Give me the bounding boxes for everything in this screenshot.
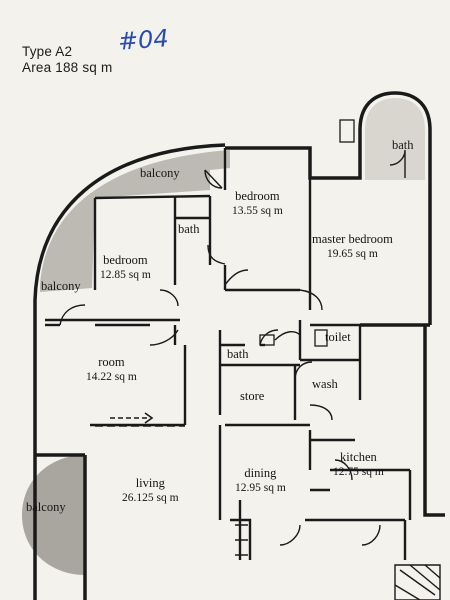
exterior-walls xyxy=(33,91,445,600)
unit-type-label: Type A2 xyxy=(22,44,73,59)
room-label-dining: dining 12.95 sq m xyxy=(235,466,286,494)
entry-arrow xyxy=(95,412,185,427)
balcony-top-fill xyxy=(40,150,230,292)
fixtures xyxy=(259,119,355,347)
room-label-kitchen: kitchen 12.75 sq m xyxy=(333,450,384,478)
room-label-living: living 26.125 sq m xyxy=(122,476,179,504)
room-label-bedroom-1: bedroom 12.85 sq m xyxy=(100,253,151,281)
room-label-master-bedroom: master bedroom 19.65 sq m xyxy=(312,232,393,260)
plan-title-block: Type A2 Area 188 sq m xyxy=(22,44,112,76)
bath-tower-fill xyxy=(365,98,425,180)
room-label-bath-small: bath xyxy=(178,222,200,236)
door-swings xyxy=(59,149,406,546)
room-label-bath-mid: bath xyxy=(227,347,249,361)
unit-area-label: Area 188 sq m xyxy=(22,60,113,75)
room-label-bath-top: bath xyxy=(392,138,414,152)
stair-fixture xyxy=(235,524,441,600)
room-label-balcony-bottom: balcony xyxy=(26,500,66,514)
room-label-store: store xyxy=(240,389,265,403)
balcony-bottom-fill xyxy=(22,455,85,575)
room-label-bedroom-2: bedroom 13.55 sq m xyxy=(232,189,283,217)
room-label-toilet: toilet xyxy=(325,330,351,344)
room-label-balcony-left: balcony xyxy=(41,279,81,293)
room-label-wash: wash xyxy=(312,377,338,391)
room-label-room: room 14.22 sq m xyxy=(86,355,137,383)
room-label-balcony-top: balcony xyxy=(140,166,180,180)
